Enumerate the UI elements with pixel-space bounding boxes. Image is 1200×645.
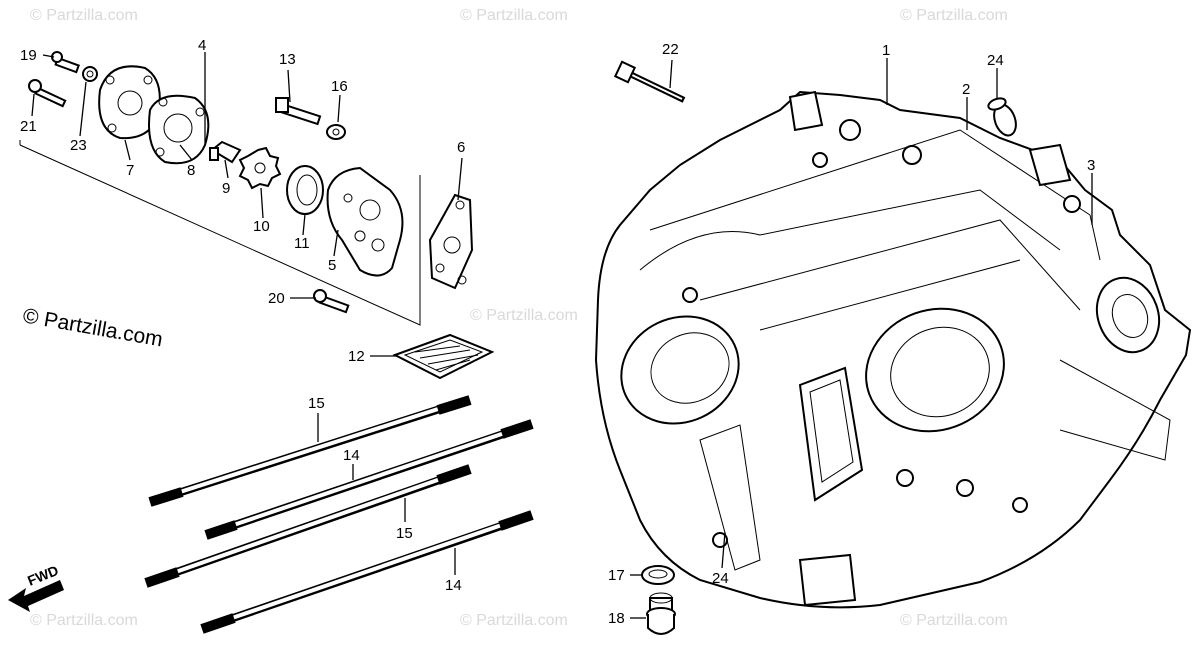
- callout-21: 21: [20, 118, 37, 135]
- callout-11: 11: [294, 235, 310, 252]
- bolt-20: [313, 289, 350, 314]
- callout-23: 23: [70, 137, 87, 154]
- faint-watermarks: © Partzilla.com © Partzilla.com © Partzi…: [30, 7, 1008, 629]
- leader-lines: [31, 52, 1093, 619]
- watermark-faint: © Partzilla.com: [460, 612, 568, 629]
- callout-4: 4: [198, 37, 206, 54]
- inner-rotor-10: [238, 146, 282, 190]
- watermark-faint: © Partzilla.com: [900, 612, 1008, 629]
- callout-14-lower: 14: [445, 577, 462, 594]
- watermark-faint: © Partzilla.com: [30, 7, 138, 24]
- callout-15-lower: 15: [396, 525, 413, 542]
- watermark-faint: © Partzilla.com: [470, 307, 578, 324]
- oil-pump-group-frame: [19, 140, 421, 326]
- callout-13: 13: [279, 51, 296, 68]
- callout-5: 5: [328, 257, 336, 274]
- stud-15-lower: [144, 464, 472, 588]
- washer-23: [82, 66, 98, 82]
- dowel-24: [987, 97, 1017, 137]
- bolt-22: [613, 60, 686, 103]
- callout-8: 8: [187, 162, 195, 179]
- drain-plug-18: [646, 592, 676, 635]
- callout-24-bottom: 24: [712, 570, 729, 587]
- callout-9: 9: [222, 180, 230, 197]
- callouts: 4 19 21 23 7 8 9 10 11 5 13 16 6 20 12 1…: [20, 37, 1095, 627]
- callout-15-upper: 15: [308, 395, 325, 412]
- callout-3: 3: [1087, 157, 1095, 174]
- stud-14-upper: [204, 419, 534, 540]
- plate-6: [428, 193, 474, 290]
- callout-24-top: 24: [987, 52, 1004, 69]
- callout-10: 10: [253, 218, 270, 235]
- stud-15-upper: [148, 395, 472, 507]
- watermark-faint: © Partzilla.com: [30, 612, 138, 629]
- watermark-faint: © Partzilla.com: [460, 7, 568, 24]
- callout-22: 22: [662, 41, 679, 58]
- bolt-21: [28, 79, 67, 108]
- crankcase: [594, 90, 1192, 609]
- callout-20: 20: [268, 290, 285, 307]
- pin-9: [209, 140, 242, 164]
- screw-19: [51, 51, 80, 74]
- washer-16: [326, 124, 346, 140]
- filter-screen-12: [392, 333, 495, 380]
- watermark-main: © Partzilla.com: [21, 304, 164, 351]
- callout-19: 19: [20, 47, 37, 64]
- callout-18: 18: [608, 610, 625, 627]
- callout-12: 12: [348, 348, 365, 365]
- callout-14-upper: 14: [343, 447, 360, 464]
- callout-7: 7: [126, 162, 134, 179]
- seal-washer-17: [641, 565, 675, 585]
- callout-17: 17: [608, 567, 625, 584]
- fwd-arrow: FWD: [8, 562, 64, 612]
- bolt-13: [275, 97, 322, 126]
- watermark-faint: © Partzilla.com: [900, 7, 1008, 24]
- gasket-8: [148, 94, 210, 165]
- stud-14-lower: [200, 510, 534, 634]
- pump-body-5: [326, 166, 404, 277]
- callout-6: 6: [457, 139, 465, 156]
- stud-bolts: [144, 395, 534, 634]
- callout-16: 16: [331, 78, 348, 95]
- outer-rotor-11: [286, 165, 324, 215]
- callout-1: 1: [882, 42, 890, 59]
- oil-pump-parts: [28, 51, 474, 314]
- callout-2: 2: [962, 81, 970, 98]
